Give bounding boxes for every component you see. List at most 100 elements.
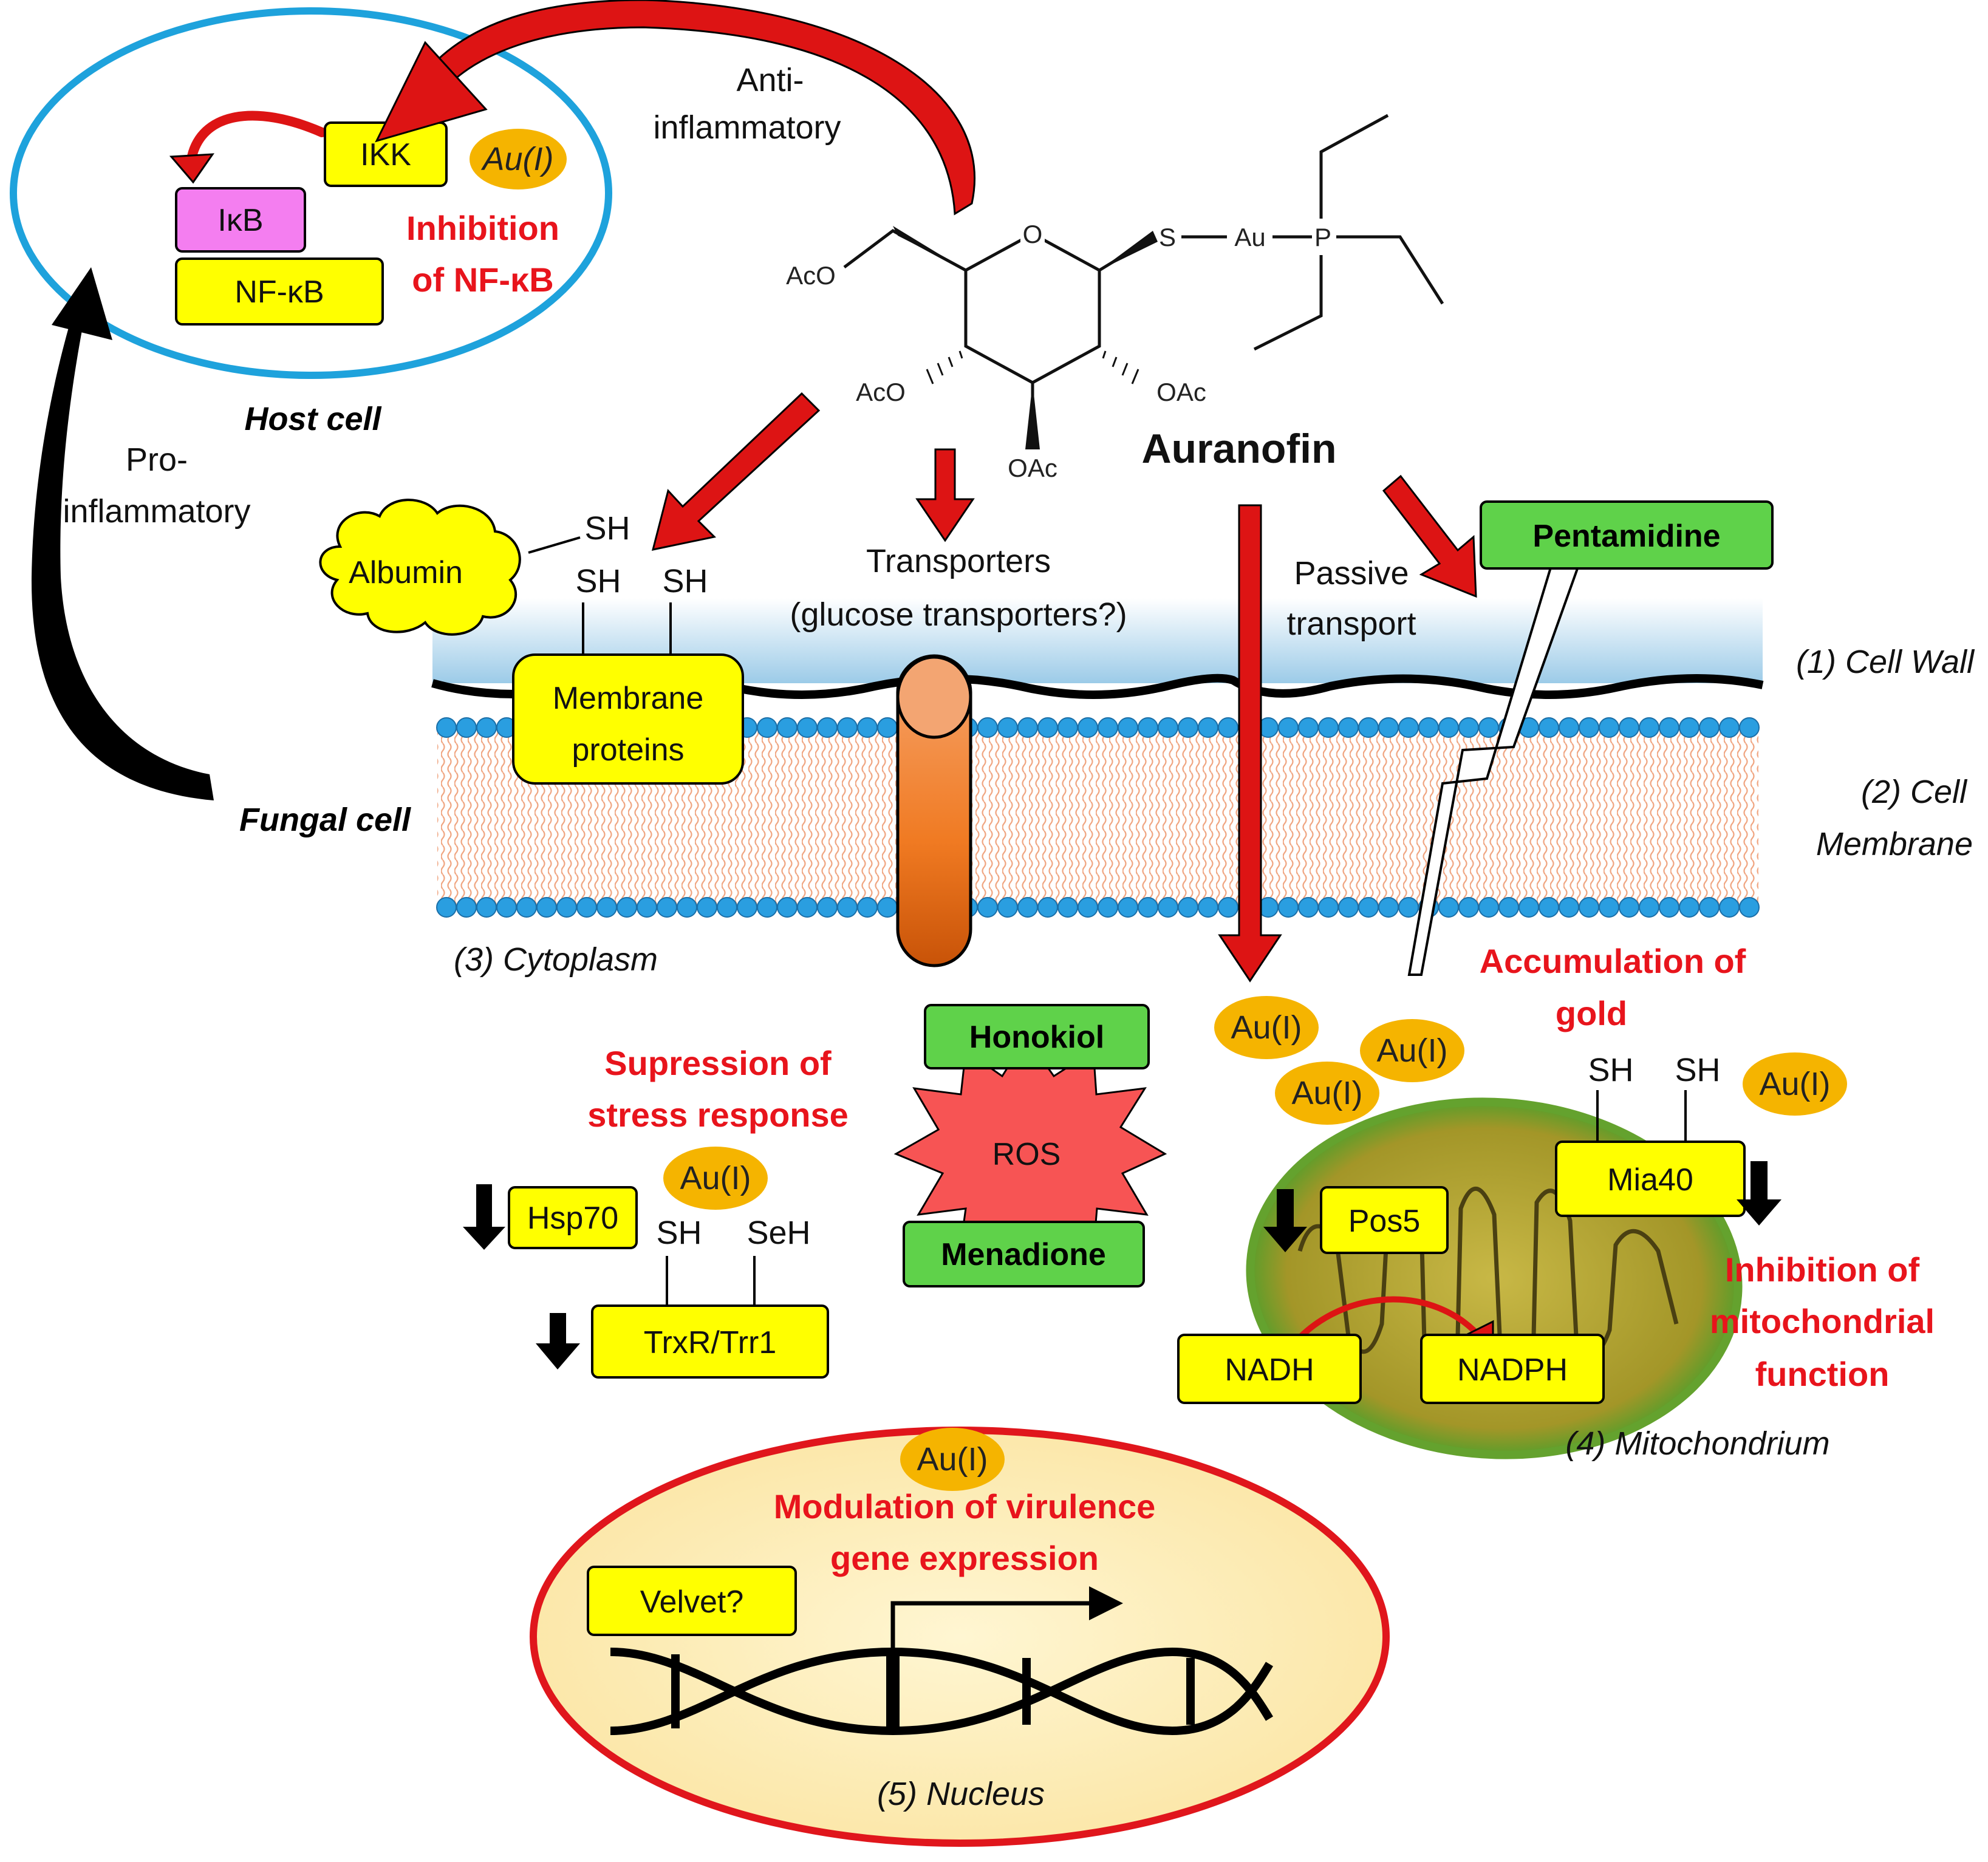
ring-oxygen: O (1023, 220, 1043, 248)
pentamidine-box: Pentamidine (1480, 500, 1774, 570)
lipid-head (1158, 897, 1178, 918)
fungal-cell-label: Fungal cell (239, 802, 411, 838)
c6-acetoxy: AcO (786, 261, 836, 290)
mia40-thiol-1: SH (1588, 1052, 1633, 1088)
lipid-head (797, 897, 818, 918)
lipid-head (1078, 717, 1098, 738)
honokiol-label: Honokiol (969, 1020, 1104, 1055)
lipid-head (1218, 717, 1238, 738)
lipid-head (1539, 897, 1559, 918)
hsp70-box: Hsp70 (508, 1186, 638, 1249)
lipid-head (1037, 897, 1058, 918)
cell-wall-label: (1) Cell Wall (1796, 644, 1975, 680)
lipid-head (1579, 897, 1599, 918)
ikk-box: IKK (324, 121, 448, 187)
gold-ion-host: Au(I) (470, 129, 567, 189)
lipid-head (617, 897, 637, 918)
lipid-head (1298, 897, 1319, 918)
lipid-head (436, 897, 457, 918)
down-arrow-pos5 (1263, 1189, 1307, 1252)
phosphorus-atom: P (1314, 223, 1331, 251)
lipid-head (697, 897, 717, 918)
lipid-head (1438, 897, 1459, 918)
albumin-thiol: SH (584, 510, 630, 547)
lipid-head (1118, 717, 1138, 738)
lipid-head (1539, 717, 1559, 738)
wedge-bond-c1 (1099, 231, 1158, 270)
mia40-label: Mia40 (1607, 1162, 1693, 1198)
nadh-to-nadph-arrow (1285, 1296, 1484, 1354)
lipid-head (1619, 897, 1639, 918)
nfkb-inhibition-line1: Inhibition (406, 209, 559, 247)
lipid-head (1679, 717, 1699, 738)
cell-membrane-label-line1: (2) Cell (1861, 774, 1968, 810)
auranofin-structure (843, 114, 1444, 449)
lipid-head (1318, 897, 1339, 918)
lipid-head (1579, 717, 1599, 738)
lipid-head (1639, 717, 1659, 738)
lipid-head (1198, 897, 1218, 918)
c2-acetoxy: OAc (1156, 378, 1206, 406)
nfkb-label: NF-κB (234, 275, 324, 310)
lipid-head (1358, 897, 1379, 918)
lipid-head (1118, 897, 1138, 918)
arrow-to-membrane-proteins (651, 392, 821, 551)
cell-membrane-label-line2: Membrane (1816, 826, 1973, 862)
mito-inhibition-line2: mitochondrial (1710, 1302, 1935, 1340)
lipid-head (977, 717, 998, 738)
gold-ion-1-label: Au(I) (1231, 1009, 1302, 1046)
lipid-head (1599, 717, 1619, 738)
lipid-head (436, 717, 457, 738)
lipid-head (977, 897, 998, 918)
lipid-head (1278, 717, 1299, 738)
nadph-box: NADPH (1420, 1334, 1605, 1404)
menadione-label: Menadione (941, 1237, 1106, 1272)
down-arrow-trxr (536, 1313, 580, 1369)
gold-atom: Au (1234, 223, 1265, 251)
lipid-head (1198, 717, 1218, 738)
lipid-head (1438, 717, 1459, 738)
lipid-head (797, 717, 818, 738)
down-arrow-hsp70 (463, 1184, 505, 1250)
lipid-head (637, 897, 657, 918)
lipid-head (997, 717, 1018, 738)
lipid-head (496, 897, 517, 918)
pro-inflammatory-arrowhead (52, 267, 112, 340)
ros-label: ROS (992, 1137, 1061, 1172)
lipid-head (737, 897, 757, 918)
lipid-head (1719, 897, 1740, 918)
lipid-head (1037, 717, 1058, 738)
virulence-modulation-line2: gene expression (830, 1539, 1099, 1577)
lipid-head (1699, 897, 1720, 918)
passive-transport-line2: transport (1286, 605, 1416, 642)
arrow-to-pentamidine (1382, 474, 1477, 598)
mito-inhibition-line3: function (1755, 1355, 1890, 1393)
lipid-head (837, 897, 858, 918)
lipid-head (757, 717, 777, 738)
lipid-head (877, 897, 898, 918)
gold-accumulation-line2: gold (1556, 994, 1627, 1032)
lipid-head (1599, 897, 1619, 918)
pos5-box: Pos5 (1320, 1186, 1449, 1254)
lipid-head (1338, 897, 1359, 918)
lipid-head (1298, 717, 1319, 738)
anti-inflammatory-line2: inflammatory (653, 109, 841, 146)
lipid-head (1478, 897, 1499, 918)
lipid-head (1498, 897, 1519, 918)
lipid-head (857, 897, 878, 918)
lipid-head (1057, 897, 1078, 918)
transcription-start-arrow (890, 1586, 1123, 1653)
lipid-head (1278, 897, 1299, 918)
gold-ion-2-label: Au(I) (1376, 1032, 1447, 1069)
lipid-head (877, 717, 898, 738)
lipid-head (1398, 717, 1419, 738)
membrane-protein-thiol-2: SH (662, 563, 708, 599)
virulence-modulation-line1: Modulation of virulence (774, 1487, 1155, 1526)
mia40-box: Mia40 (1555, 1141, 1746, 1217)
lipid-head (1378, 717, 1399, 738)
transporters-line1: Transporters (866, 543, 1051, 579)
membrane-proteins-line2: proteins (572, 732, 685, 768)
lipid-head (1338, 717, 1359, 738)
passive-transport-line1: Passive (1294, 555, 1409, 592)
nfkb-box: NF-κB (175, 257, 384, 326)
